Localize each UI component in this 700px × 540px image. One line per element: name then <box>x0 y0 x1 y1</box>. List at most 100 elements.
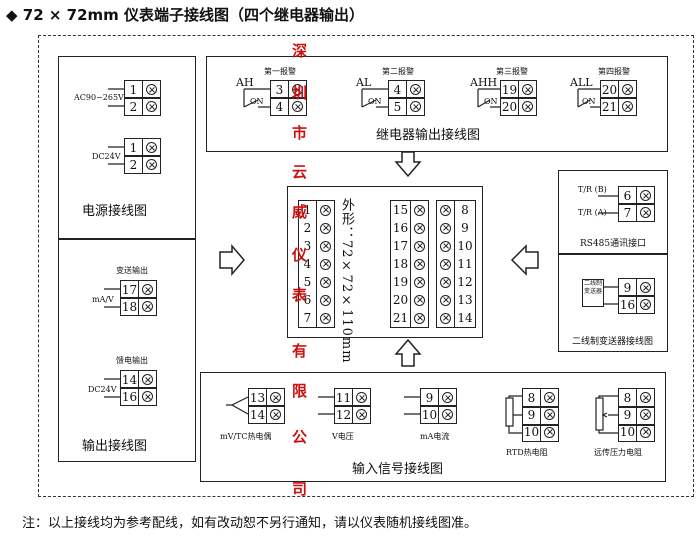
terminal-number: 4 <box>393 82 402 97</box>
screw-icon <box>320 276 331 288</box>
output-caption: 输出接线图 <box>82 439 148 454</box>
relay-on-label: ON <box>250 97 264 106</box>
terminal-number: 7 <box>303 311 312 325</box>
terminal-number: 6 <box>303 293 312 307</box>
power-caption: 电源接线图 <box>82 204 148 219</box>
terminal-number: 12 <box>335 407 352 422</box>
screw-icon <box>414 294 425 306</box>
terminal-number: 18 <box>392 257 409 271</box>
terminal-number: 13 <box>457 293 473 307</box>
input-type-label: mV/TC热电偶 <box>220 432 272 441</box>
feed-wire <box>104 378 120 398</box>
screw-icon <box>356 409 367 420</box>
terminal-number: 16 <box>619 297 636 312</box>
screw-icon <box>640 392 651 404</box>
watermark-char: 有 <box>292 342 308 360</box>
output-panel <box>58 239 196 462</box>
potentiometer-icon <box>595 397 604 431</box>
screw-icon <box>292 84 303 95</box>
terminal-number: 9 <box>425 390 434 405</box>
terminal-number: 11 <box>335 390 352 405</box>
terminal-number: 2 <box>129 157 138 172</box>
input-type-label: 远传压力电阻 <box>594 448 642 457</box>
screw-icon <box>270 392 281 403</box>
input-type-label: RTD热电阻 <box>506 448 548 457</box>
watermark-char: 市 <box>292 124 308 142</box>
alarm-code: AL <box>356 76 372 89</box>
screw-icon <box>320 222 331 234</box>
terminal-number: 5 <box>393 99 402 114</box>
terminal-number: 6 <box>623 188 632 203</box>
feed-output-label: 馈电输出 <box>116 356 148 365</box>
screw-icon <box>640 426 651 438</box>
rs485-b-label: T/R (B) <box>578 185 607 194</box>
terminal-number: 9 <box>527 407 536 422</box>
arrow-right-icon <box>219 243 245 277</box>
input-type-label: mA电流 <box>420 432 450 441</box>
rtd-wire <box>508 395 522 434</box>
terminal-number: 2 <box>303 221 312 235</box>
pressure-wire <box>598 395 618 434</box>
terminal-number: 18 <box>121 299 138 314</box>
alarm-code: ALL <box>570 76 593 89</box>
screw-icon <box>440 258 451 270</box>
transmitter-device-label: 二线制变送器 <box>583 280 602 295</box>
alarm-name: 第四报警 <box>598 67 630 76</box>
watermark-char: 深 <box>292 42 308 60</box>
diagram-frame <box>38 35 694 497</box>
relay-switch-2 <box>361 88 388 108</box>
screw-icon <box>146 101 157 112</box>
screw-icon <box>544 426 555 438</box>
relay-on-label: ON <box>582 97 596 106</box>
transmit-output-label: 变送输出 <box>116 266 148 275</box>
terminal-number: 13 <box>249 390 266 405</box>
rs485-wire <box>598 195 618 214</box>
alarm-name: 第二报警 <box>382 67 414 76</box>
two-wire-caption: 二线制变送器接线图 <box>572 337 654 347</box>
terminal-number: 10 <box>457 239 473 253</box>
screw-icon <box>544 409 555 421</box>
screw-icon <box>410 101 421 112</box>
footer-note: 注：以上接线均为参考配线，如有改动恕不另行通知，请以仪表随机接线图准。 <box>22 516 478 531</box>
thermocouple-wire <box>226 396 249 415</box>
terminal-number: 21 <box>392 311 409 325</box>
transmit-wire <box>104 288 120 308</box>
screw-icon <box>142 374 153 385</box>
terminal-number: 1 <box>129 140 138 155</box>
arrow-left-icon <box>510 244 539 276</box>
transmitter-device-box <box>582 279 604 307</box>
terminal-number: 19 <box>392 275 409 289</box>
dimension-label: 外形：72×72×110mm <box>339 198 354 364</box>
screw-icon <box>414 258 425 270</box>
terminal-number: 16 <box>121 389 138 404</box>
screw-icon <box>440 240 451 252</box>
terminal-number: 17 <box>121 282 138 297</box>
input-type-label: V电压 <box>332 432 354 441</box>
terminal-number: 3 <box>275 82 284 97</box>
relay-on-label: ON <box>484 97 498 106</box>
terminal-number: 8 <box>527 390 536 405</box>
terminal-number: 1 <box>129 82 138 97</box>
screw-icon <box>356 392 367 403</box>
feed-unit-label: DC24V <box>88 385 117 394</box>
terminal-number: 4 <box>275 99 284 114</box>
screw-icon <box>440 204 451 216</box>
terminal-number: 8 <box>461 203 469 217</box>
screw-icon <box>270 409 281 420</box>
two-wire-lead <box>604 286 618 305</box>
relay-caption: 继电器输出接线图 <box>376 128 481 143</box>
screw-icon <box>320 294 331 306</box>
screw-icon <box>320 240 331 252</box>
